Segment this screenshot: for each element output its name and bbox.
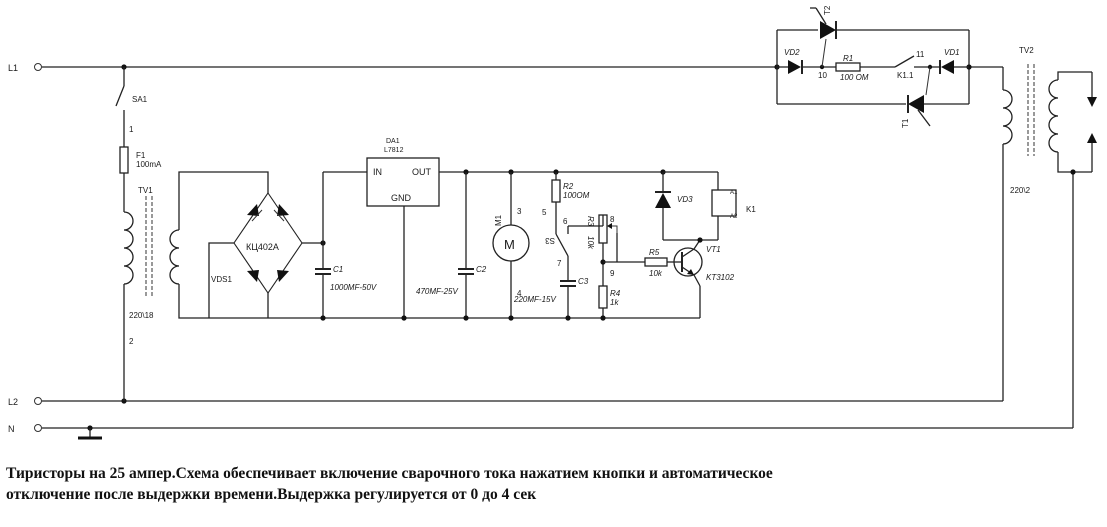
svg-text:220\18: 220\18 [129, 311, 154, 320]
svg-text:1000MF-50V: 1000MF-50V [330, 283, 377, 292]
svg-text:K1: K1 [746, 205, 756, 214]
svg-text:T2: T2 [823, 5, 832, 15]
welding-electrode-top [1087, 97, 1097, 107]
thyristor-t2 [820, 21, 836, 39]
svg-text:100 OM: 100 OM [840, 73, 869, 82]
caption-line-2: отключение после выдержки времени.Выдерж… [6, 486, 537, 503]
svg-text:TV2: TV2 [1019, 46, 1034, 55]
svg-text:7: 7 [557, 259, 562, 268]
capacitor-c1: C1 1000MF-50V [315, 171, 377, 321]
svg-text:R1: R1 [843, 54, 853, 63]
svg-text:M: M [504, 237, 515, 252]
switch-sa1 [115, 85, 125, 107]
transformer-tv2: TV2 220\2 [1002, 46, 1097, 195]
svg-text:4: 4 [517, 289, 522, 298]
svg-text:100mA: 100mA [136, 160, 162, 169]
label-l1: L1 [8, 63, 18, 73]
svg-text:C1: C1 [333, 265, 343, 274]
relay-contact-k11 [894, 55, 915, 68]
svg-text:A2: A2 [730, 214, 738, 220]
svg-text:10k: 10k [586, 236, 595, 250]
svg-text:1: 1 [129, 125, 134, 134]
capacitor-c2: C2 470MF-25V [416, 169, 487, 321]
tv2-primary-winding [1002, 89, 1013, 145]
circuit-schematic: L1 L2 N SA1 1 F1 100mA 2 TV1 220\18 [8, 5, 1097, 440]
svg-text:R4: R4 [610, 289, 621, 298]
svg-text:220\2: 220\2 [1010, 186, 1031, 195]
svg-text:5: 5 [542, 208, 547, 217]
svg-text:F1: F1 [136, 151, 146, 160]
svg-text:OUT: OUT [412, 167, 432, 177]
svg-text:100OM: 100OM [563, 191, 590, 200]
relay-coil-k1 [711, 189, 737, 217]
motor-m1: M M1 3 4 [492, 169, 530, 321]
svg-text:R5: R5 [649, 248, 660, 257]
svg-text:3: 3 [517, 207, 522, 216]
diode-vd1 [941, 60, 954, 74]
svg-text:2: 2 [129, 337, 134, 346]
svg-text:VT1: VT1 [706, 245, 721, 254]
svg-text:C3: C3 [578, 277, 589, 286]
svg-text:KT3102: KT3102 [706, 273, 735, 282]
svg-text:K1.1: K1.1 [897, 71, 914, 80]
primary-input: SA1 1 F1 100mA 2 TV1 220\18 [115, 67, 700, 401]
svg-text:VD3: VD3 [677, 195, 693, 204]
svg-text:A1: A1 [730, 190, 738, 196]
svg-text:DA1: DA1 [386, 138, 400, 145]
resistor-r5 [644, 257, 668, 267]
svg-text:L7812: L7812 [384, 147, 404, 154]
caption-line-1: Тиристоры на 25 ампер.Схема обеспечивает… [6, 465, 773, 482]
welding-electrode-bottom [1087, 133, 1097, 143]
svg-text:S3: S3 [545, 236, 555, 245]
svg-text:R2: R2 [563, 182, 574, 191]
svg-text:VD2: VD2 [784, 48, 800, 57]
timing-switch-s3: R2 100OM 5 6 S3 7 C3 220MF-15V [513, 169, 603, 321]
svg-text:КЦ402А: КЦ402А [246, 242, 279, 252]
diode-vd3 [655, 193, 671, 208]
label-n: N [8, 424, 15, 434]
label-l2: L2 [8, 397, 18, 407]
svg-text:SA1: SA1 [132, 95, 148, 104]
thyristor-switch: T2 T1 VD2 10 R1 100 OM K1.1 11 VD1 [774, 5, 972, 128]
resistor-r1 [835, 62, 861, 72]
switch-s3 [555, 233, 569, 257]
svg-text:TV1: TV1 [138, 186, 153, 195]
svg-text:9: 9 [610, 269, 615, 278]
svg-text:VDS1: VDS1 [211, 275, 232, 284]
svg-text:6: 6 [563, 217, 568, 226]
svg-text:GND: GND [391, 193, 412, 203]
resistor-r4 [598, 285, 608, 309]
svg-text:1k: 1k [610, 298, 619, 307]
svg-text:VD1: VD1 [944, 48, 960, 57]
terminal-l2 [34, 397, 42, 405]
timing-resistors: 8 R3 10k 9 R4 1k R5 10k [586, 214, 676, 321]
relay-k1-circuit: VD3 A1 A2 K1 [655, 169, 756, 243]
resistor-r2 [551, 179, 561, 203]
svg-text:T1: T1 [901, 118, 910, 128]
mains-buses: L1 L2 N [8, 63, 1074, 440]
svg-text:IN: IN [373, 167, 382, 177]
fuse-f1 [119, 146, 129, 174]
regulator-da1: DA1 L7812 IN OUT GND [366, 138, 663, 321]
thyristor-t1 [908, 95, 924, 113]
diode-vd2 [788, 60, 801, 74]
bridge-rectifier-vds1: КЦ402А VDS1 [208, 192, 326, 318]
svg-text:10k: 10k [649, 269, 663, 278]
svg-text:10: 10 [818, 71, 827, 80]
transistor-vt1: VT1 KT3102 [673, 239, 735, 318]
svg-text:11: 11 [916, 50, 925, 59]
svg-text:220MF-15V: 220MF-15V [513, 295, 556, 304]
svg-text:M1: M1 [494, 214, 503, 226]
tv1-secondary-winding [169, 229, 180, 285]
svg-text:470MF-25V: 470MF-25V [416, 287, 458, 296]
terminal-l1 [34, 63, 42, 71]
tv1-primary-winding [123, 211, 134, 285]
svg-text:C2: C2 [476, 265, 487, 274]
terminal-n [34, 424, 42, 432]
svg-text:R3: R3 [586, 216, 595, 227]
tv2-secondary-winding [1048, 79, 1059, 153]
svg-text:8: 8 [610, 215, 615, 224]
caption: Тиристоры на 25 ампер.Схема обеспечивает… [6, 463, 1101, 505]
